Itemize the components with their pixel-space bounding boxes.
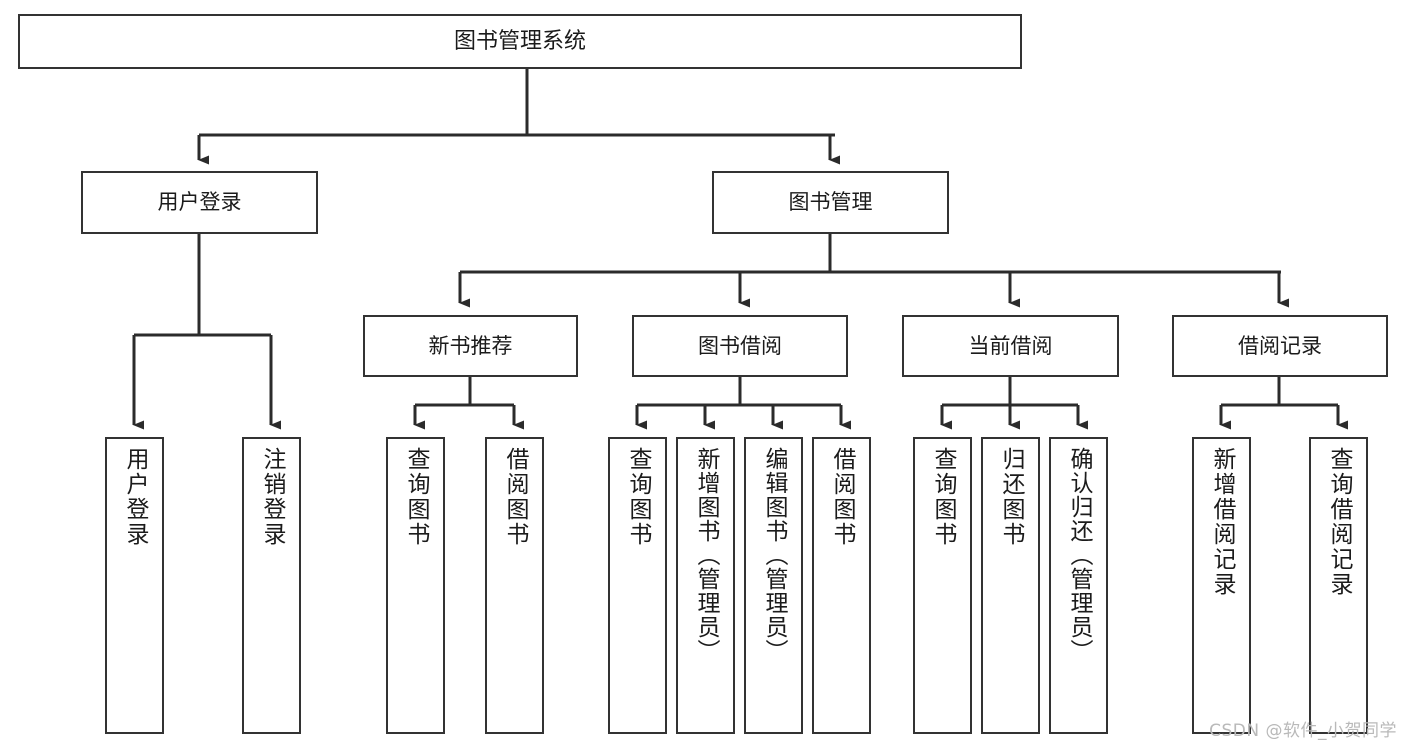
leaf-new-book-query[interactable]: 查询图书 bbox=[386, 437, 445, 734]
leaf-record-add-record[interactable]: 新增借阅记录 bbox=[1192, 437, 1251, 734]
node-label: 借阅图书 bbox=[502, 447, 528, 547]
leaf-user-login-logout[interactable]: 注销登录 bbox=[242, 437, 301, 734]
node-label: 归还图书 bbox=[998, 447, 1024, 547]
leaf-new-book-borrow[interactable]: 借阅图书 bbox=[485, 437, 544, 734]
node-label: 编辑图书（管理员） bbox=[761, 447, 787, 663]
node-label: 图书管理系统 bbox=[453, 28, 586, 54]
leaf-current-query-book[interactable]: 查询图书 bbox=[913, 437, 972, 734]
node-borrow-record[interactable]: 借阅记录 bbox=[1172, 315, 1388, 377]
node-label: 图书管理 bbox=[788, 190, 873, 215]
node-label: 借阅图书 bbox=[829, 447, 855, 547]
node-label: 图书借阅 bbox=[698, 333, 782, 358]
leaf-borrow-edit-book-admin[interactable]: 编辑图书（管理员） bbox=[744, 437, 803, 734]
node-new-book-recommend[interactable]: 新书推荐 bbox=[363, 315, 578, 377]
node-label: 查询图书 bbox=[625, 447, 651, 547]
node-label: 查询图书 bbox=[403, 447, 429, 547]
node-label: 借阅记录 bbox=[1238, 333, 1322, 358]
node-label: 新增图书（管理员） bbox=[693, 447, 719, 663]
leaf-user-login-login[interactable]: 用户登录 bbox=[105, 437, 164, 734]
node-book-borrow[interactable]: 图书借阅 bbox=[632, 315, 848, 377]
leaf-borrow-borrow-book[interactable]: 借阅图书 bbox=[812, 437, 871, 734]
node-label: 用户登录 bbox=[157, 190, 242, 215]
leaf-record-query-record[interactable]: 查询借阅记录 bbox=[1309, 437, 1368, 734]
node-label: 确认归还（管理员） bbox=[1066, 447, 1092, 663]
watermark-text: CSDN @软件_小贺同学 bbox=[1209, 721, 1397, 741]
leaf-current-confirm-return-admin[interactable]: 确认归还（管理员） bbox=[1049, 437, 1108, 734]
node-current-borrow[interactable]: 当前借阅 bbox=[902, 315, 1119, 377]
node-user-login[interactable]: 用户登录 bbox=[81, 171, 318, 234]
node-label: 注销登录 bbox=[259, 447, 285, 547]
node-label: 查询图书 bbox=[930, 447, 956, 547]
leaf-borrow-add-book-admin[interactable]: 新增图书（管理员） bbox=[676, 437, 735, 734]
node-label: 当前借阅 bbox=[968, 333, 1053, 358]
node-label: 用户登录 bbox=[122, 447, 148, 547]
node-label: 查询借阅记录 bbox=[1326, 447, 1352, 597]
node-label: 新增借阅记录 bbox=[1209, 447, 1235, 597]
node-book-management[interactable]: 图书管理 bbox=[712, 171, 949, 234]
node-root-system[interactable]: 图书管理系统 bbox=[18, 14, 1022, 69]
node-label: 新书推荐 bbox=[428, 333, 513, 358]
leaf-current-return-book[interactable]: 归还图书 bbox=[981, 437, 1040, 734]
leaf-borrow-query-book[interactable]: 查询图书 bbox=[608, 437, 667, 734]
